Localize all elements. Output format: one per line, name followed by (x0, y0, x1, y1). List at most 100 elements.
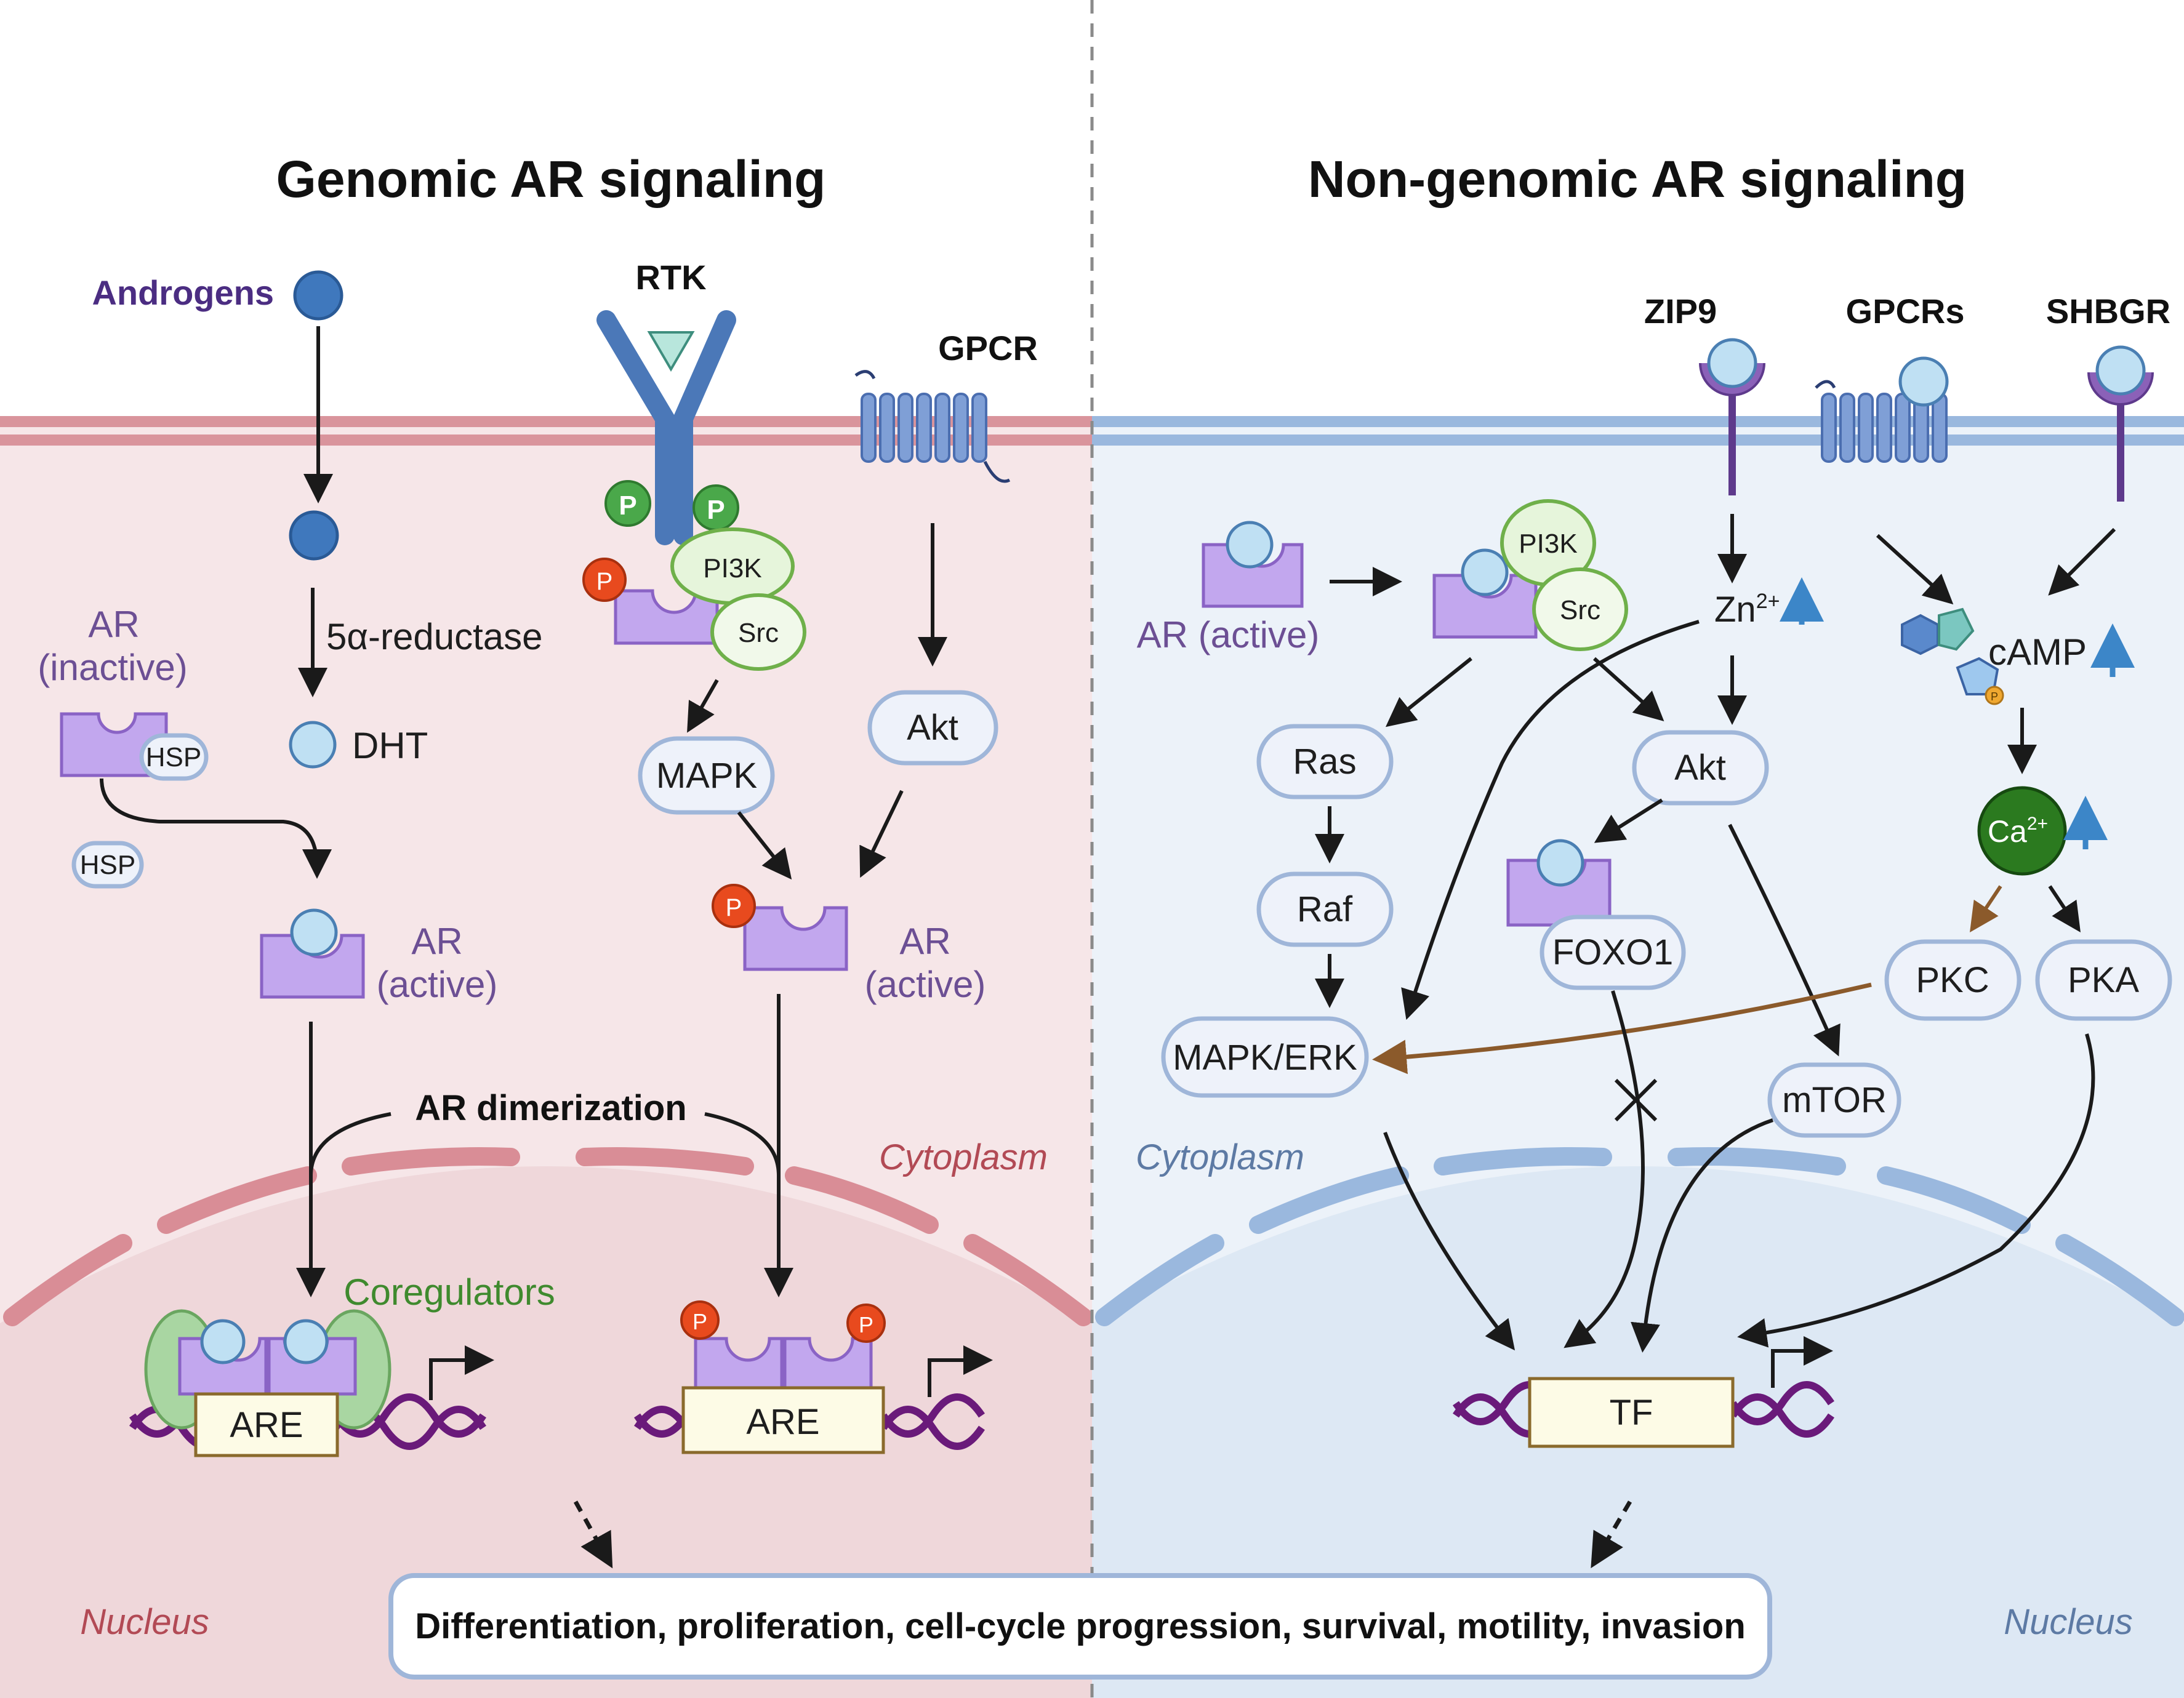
dna-helix-left-2 (634, 1393, 985, 1450)
mapk-label-left: MAPK (656, 756, 758, 796)
transcription-arrow-2 (928, 1345, 993, 1397)
foxo1-to-tf-arrow (1564, 990, 1645, 1348)
phospho-dimer-b (846, 1304, 886, 1343)
pka-label: PKA (2068, 960, 2139, 1000)
ar-active-label-1a: AR (411, 921, 462, 962)
zn-charge: 2+ (1756, 590, 1780, 613)
ras-label: Ras (1293, 742, 1356, 782)
outcome-label: Differentiation, proliferation, cell-cyc… (415, 1606, 1746, 1646)
gpcrs-to-camp-arrow (1876, 534, 1954, 605)
left-panel-background (0, 425, 1092, 1698)
pka-to-tf-arrow (1737, 1033, 2095, 1348)
ca-to-pkc-arrow (1970, 885, 2002, 932)
src-label-left: Src (738, 618, 779, 648)
are-box-1 (194, 1392, 339, 1457)
rtk-label: RTK (635, 258, 706, 297)
pi3k-label-right: PI3K (1519, 529, 1577, 559)
mtor-node (1767, 1062, 1901, 1138)
phospho-dimer-a (680, 1300, 720, 1340)
tf-box (1528, 1377, 1735, 1448)
zip9-label: ZIP9 (1644, 292, 1717, 330)
ar-active-label-right: AR (active) (1137, 614, 1320, 655)
shbgr-label: SHBGR (2046, 292, 2170, 330)
calcium-symbol: Ca (1988, 814, 2027, 849)
dht-molecule (289, 721, 337, 769)
akt-node-left (867, 690, 998, 766)
reductase-label: 5α-reductase (326, 616, 543, 657)
hsp-free-badge (71, 841, 144, 889)
dimerization-curve-left (309, 1112, 391, 1176)
ar-active-label-1b: (active) (377, 964, 498, 1005)
phospho-red-active (712, 884, 756, 928)
hsp-dissociation-arrow (100, 778, 332, 879)
ar-active-label-2a: AR (899, 921, 950, 962)
hsp-free-label: HSP (80, 850, 135, 880)
ar-inactive-label: AR (88, 604, 139, 645)
right-plasma-membrane (1092, 416, 2184, 446)
src-node-left (710, 593, 806, 671)
gpcrs-label: GPCRs (1846, 292, 1965, 330)
camp-label: cAMP (1988, 631, 2087, 673)
calcium-label: Ca2+ (1988, 814, 2048, 849)
ras-node (1256, 724, 1394, 799)
mapk-erk-node (1161, 1016, 1369, 1098)
camp-p-label: P (1991, 691, 1998, 703)
ar-active-label-2b: (active) (865, 964, 986, 1005)
hsp-bound-label: HSP (146, 742, 201, 772)
left-nuclear-membrane (3, 1147, 1093, 1326)
phospho-red-rtk (582, 558, 627, 602)
gpcr-receptor-left (854, 370, 1011, 483)
akt-label-right: Akt (1674, 748, 1726, 788)
shbgr-receptor (2087, 345, 2154, 502)
outcome-arrow-left (573, 1500, 613, 1569)
dimerization-curve-right (704, 1112, 781, 1176)
mtor-label: mTOR (1782, 1080, 1887, 1120)
ar-inactive-state-label: (inactive) (38, 647, 187, 688)
outcome-box (388, 1573, 1772, 1680)
pkc-node (1884, 939, 2021, 1021)
ar-phospho-protein-active (743, 906, 848, 971)
akt-to-foxo1-arrow (1594, 798, 1663, 843)
complex-to-akt-arrow (1592, 657, 1664, 722)
androgen-molecule-cytoplasm (289, 510, 339, 561)
left-title: Genomic AR signaling (276, 150, 826, 208)
gpcrs-receptor-right (1815, 356, 1949, 463)
akt-node-right (1632, 730, 1769, 806)
phospho-rtk-right-label: P (707, 495, 725, 525)
transcription-arrow-tf (1771, 1336, 1833, 1388)
cytoplasm-label-right: Cytoplasm (1136, 1137, 1304, 1177)
dht-dimer-b (283, 1319, 329, 1364)
zip9-receptor (1699, 338, 1765, 495)
pi3k-label-left: PI3K (703, 553, 761, 583)
tf-label: TF (1610, 1393, 1653, 1433)
pka-node (2035, 939, 2172, 1021)
phospho-rtk-left (604, 480, 651, 527)
mapk-erk-label: MAPK/ERK (1173, 1038, 1357, 1078)
phospho-rtk-left-label: P (619, 491, 636, 521)
akt-to-mtor-arrow (1728, 823, 1841, 1057)
ligand-ar-active-right (1226, 521, 1274, 569)
akt-to-ar-arrow (859, 790, 904, 878)
cytoplasm-label-left: Cytoplasm (879, 1137, 1048, 1177)
transcription-arrow-1 (429, 1345, 494, 1400)
right-nuclear-membrane (1095, 1147, 2184, 1326)
zn-label: Zn2+ (1714, 590, 1780, 630)
calcium-charge: 2+ (2027, 814, 2048, 834)
androgen-molecule (293, 270, 343, 321)
ar-dimerization-label: AR dimerization (415, 1088, 687, 1128)
foxo1-label: FOXO1 (1552, 932, 1674, 972)
are-box-2 (681, 1386, 885, 1454)
src-label-right: Src (1560, 595, 1600, 625)
ar-phospho-dimer-b (783, 1337, 873, 1396)
dht-label: DHT (352, 725, 428, 766)
mapk-to-ar-arrow (737, 811, 792, 880)
ca-to-pka-arrow (2048, 885, 2081, 932)
nucleus-label-left: Nucleus (80, 1602, 209, 1642)
pkc-to-mapk-arrow (1372, 982, 1872, 1075)
phospho-red-rtk-label: P (596, 568, 613, 595)
ligand-foxo1 (1536, 839, 1584, 887)
foxo1-node (1540, 915, 1686, 990)
mapk-to-tf-arrow (1383, 1131, 1516, 1351)
coregulators-label: Coregulators (343, 1271, 555, 1313)
